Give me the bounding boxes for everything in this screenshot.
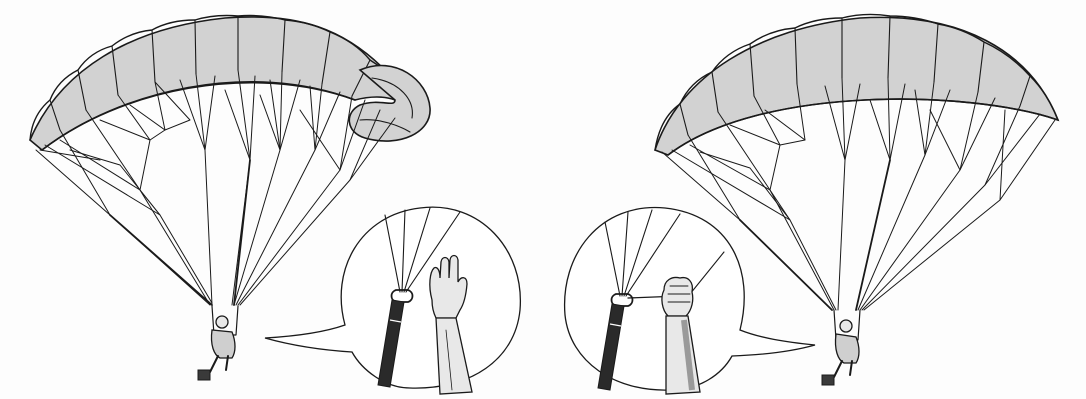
- right-canopy-body: [655, 17, 1058, 155]
- right-pilot-harness: [835, 334, 859, 363]
- right-pilot: [822, 310, 860, 385]
- right-canopy: [655, 14, 1058, 155]
- left-callout: [265, 207, 520, 394]
- right-callout: [565, 208, 815, 394]
- left-pilot-helmet: [216, 316, 228, 328]
- left-risers: [110, 160, 250, 305]
- left-panel: [30, 16, 520, 395]
- right-callout-fist: [662, 278, 693, 317]
- left-pilot-harness: [211, 330, 235, 358]
- right-panel: [565, 14, 1058, 394]
- right-pilot-helmet: [840, 320, 852, 332]
- left-canopy: [30, 16, 430, 151]
- left-pilot-pod: [198, 370, 210, 380]
- left-pilot: [198, 306, 238, 380]
- right-pilot-pod: [822, 375, 834, 385]
